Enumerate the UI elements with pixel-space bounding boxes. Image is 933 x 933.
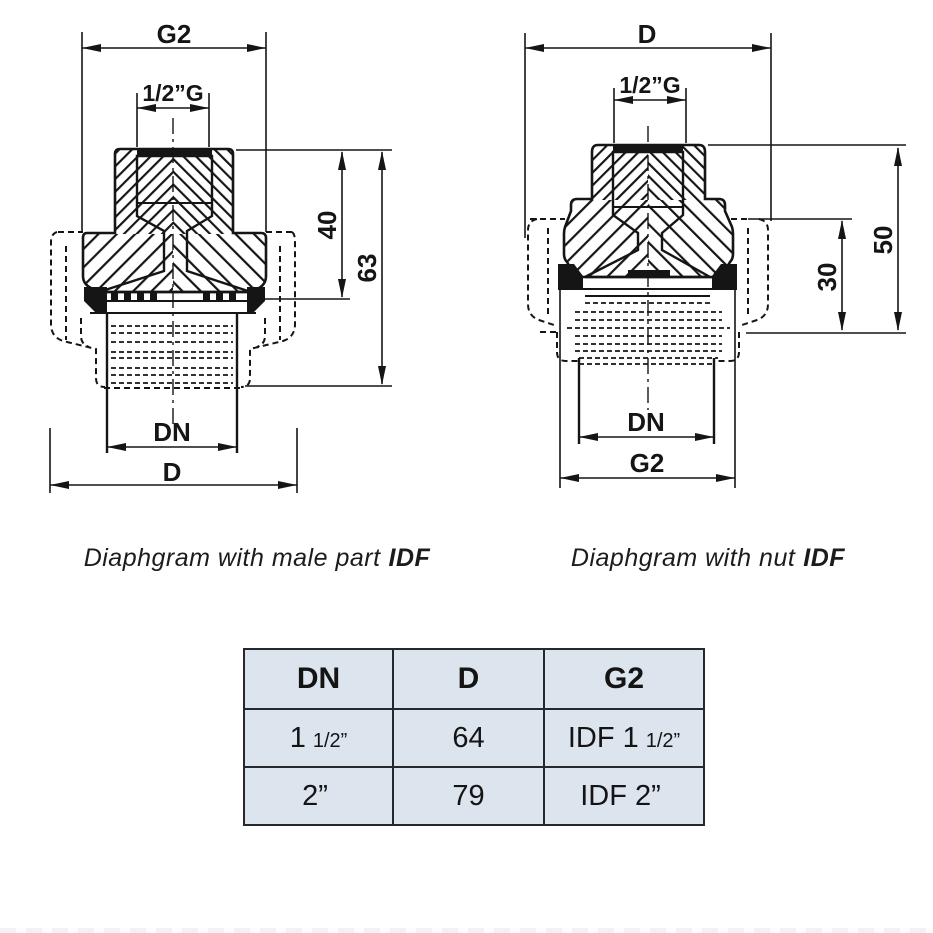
bottom-edge-artifact — [0, 928, 933, 933]
right-dimension-g2: G2 — [559, 290, 736, 488]
dim-label-right-50: 50 — [868, 226, 898, 255]
left-drawing: G2 1/2”G 40 63 — [49, 19, 392, 493]
dim-label-left-g2: G2 — [157, 19, 192, 49]
left-threaded-pipe — [105, 313, 239, 453]
right-dimension-dn: DN — [579, 407, 714, 441]
left-dimension-d: D — [49, 428, 298, 493]
table-row: 2” 79 IDF 2” — [243, 766, 705, 826]
left-caption-text: Diaphgram with male part — [83, 544, 381, 572]
dim-label-right-dn: DN — [627, 407, 665, 437]
right-dimension-half-inch-g: 1/2”G — [613, 72, 687, 143]
dim-label-right-thread: 1/2”G — [619, 72, 680, 98]
dim-label-right-d: D — [638, 19, 657, 49]
left-gasket-block-left — [84, 287, 107, 313]
left-diaphragm-seat — [84, 287, 265, 314]
left-dimension-g2: G2 — [81, 19, 267, 232]
right-gasket-block-left — [558, 264, 583, 289]
spec-cell-g2-2: IDF 2” — [543, 766, 705, 826]
right-drawing: D 1/2”G 50 30 — [524, 19, 906, 488]
dim-label-left-thread: 1/2”G — [142, 80, 203, 106]
dim-label-left-dn: DN — [153, 417, 191, 447]
dim-label-right-g2: G2 — [630, 448, 665, 478]
spec-table-header-row: DN D G2 — [243, 648, 705, 710]
dim-label-right-30: 30 — [812, 263, 842, 292]
left-dimension-63: 63 — [245, 151, 392, 387]
left-dimension-dn: DN — [107, 417, 237, 451]
right-diaphragm-weir — [628, 270, 670, 276]
right-dimension-50: 50 — [708, 144, 906, 334]
left-gasket-block-right — [247, 287, 265, 313]
spec-header-g2: G2 — [543, 648, 705, 710]
dim-label-left-d: D — [163, 457, 182, 487]
dim-label-left-63: 63 — [352, 254, 382, 283]
technical-drawings-canvas: G2 1/2”G 40 63 — [49, 19, 906, 493]
spec-header-dn: DN — [243, 648, 394, 710]
spec-cell-d-2: 79 — [392, 766, 545, 826]
left-body-section — [81, 147, 268, 294]
right-union-nut-outline — [527, 218, 769, 362]
left-dimension-half-inch-g: 1/2”G — [136, 80, 210, 147]
left-union-nut-outline — [50, 231, 296, 389]
right-gasket-block-right — [712, 264, 737, 289]
right-dimension-d: D — [524, 19, 772, 238]
right-caption-idf: IDF — [803, 544, 846, 572]
left-caption-idf: IDF — [388, 544, 431, 572]
spec-cell-dn-2: 2” — [243, 766, 394, 826]
spec-cell-d-1: 64 — [392, 708, 545, 768]
right-caption-text: Diaphgram with nut — [570, 544, 796, 572]
dim-label-left-40: 40 — [312, 211, 342, 240]
left-dimension-40: 40 — [236, 149, 392, 300]
spec-header-d: D — [392, 648, 545, 710]
left-thread-seal-band — [137, 149, 212, 156]
right-dimension-30: 30 — [748, 218, 852, 331]
right-diaphragm-seat — [558, 264, 737, 297]
